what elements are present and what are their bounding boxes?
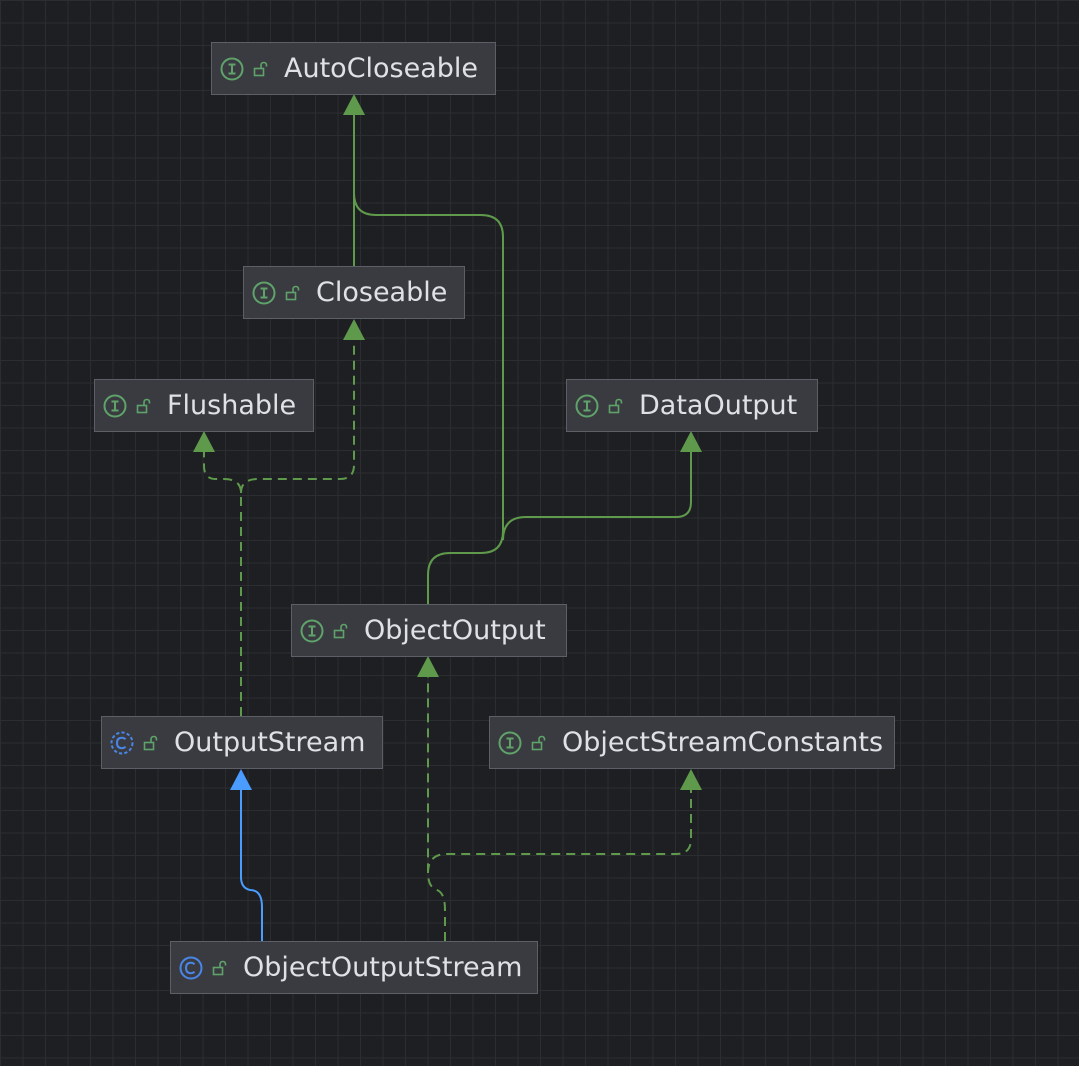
node-label: ObjectOutputStream: [243, 952, 523, 983]
class-icon: [179, 956, 203, 979]
public-lock-icon: [143, 735, 158, 750]
interface-icon: [300, 619, 324, 642]
node-label: ObjectStreamConstants: [562, 727, 884, 758]
edge-outputstream-closeable: [240, 338, 355, 494]
public-lock-icon: [531, 735, 546, 750]
arrowhead-objectoutput: [417, 656, 439, 677]
node-label: DataOutput: [639, 390, 798, 421]
node-outputstream[interactable]: OutputStream: [101, 716, 383, 769]
node-label: Flushable: [167, 390, 297, 421]
arrowhead-dataoutput: [680, 431, 702, 452]
node-label: OutputStream: [174, 727, 366, 758]
public-lock-icon: [136, 398, 151, 413]
node-objectoutputstream[interactable]: ObjectOutputStream: [170, 941, 538, 994]
arrowhead-closeable: [343, 319, 365, 340]
public-lock-icon: [253, 61, 268, 76]
interface-icon: [252, 281, 276, 304]
node-label: ObjectOutput: [364, 615, 546, 646]
node-objectoutput[interactable]: ObjectOutput: [291, 604, 567, 657]
edge-objectoutputstream-objectstreamconstants: [427, 788, 692, 874]
interface-icon: [103, 394, 127, 417]
node-objectstreamconstants[interactable]: ObjectStreamConstants: [489, 716, 895, 769]
arrowhead-objectstreamconstants: [680, 769, 702, 790]
arrowhead-outputstream: [230, 769, 252, 790]
interface-icon: [498, 731, 522, 754]
arrowhead-autocloseable: [343, 94, 365, 115]
node-autocloseable[interactable]: AutoCloseable: [211, 42, 496, 95]
edge-outputstream-flushable: [203, 450, 242, 716]
node-label: Closeable: [316, 277, 448, 308]
node-closeable[interactable]: Closeable: [243, 266, 465, 319]
node-dataoutput[interactable]: DataOutput: [566, 379, 818, 432]
arrowhead-flushable: [193, 431, 215, 452]
public-lock-icon: [285, 285, 300, 300]
node-flushable[interactable]: Flushable: [94, 379, 314, 432]
interface-icon: [575, 394, 599, 417]
public-lock-icon: [212, 960, 227, 975]
edge-objectoutputstream-objectoutput: [427, 675, 446, 941]
abstract-class-icon: [110, 731, 134, 754]
edge-objectoutput-autocloseable: [353, 113, 504, 604]
public-lock-icon: [608, 398, 623, 413]
node-label: AutoCloseable: [284, 53, 479, 84]
edge-objectoutput-dataoutput: [502, 450, 692, 541]
interface-icon: [220, 57, 244, 80]
edge-objectoutputstream-outputstream: [240, 788, 263, 941]
public-lock-icon: [333, 623, 348, 638]
